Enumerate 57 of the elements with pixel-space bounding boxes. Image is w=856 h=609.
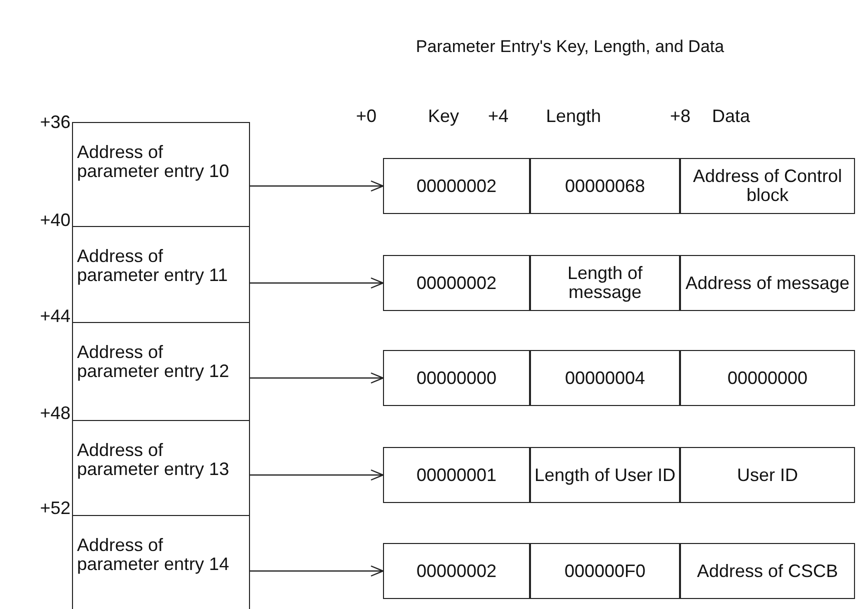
value-text: Address of message: [685, 274, 850, 292]
arrow: [250, 469, 384, 481]
offset-label: +48: [40, 403, 71, 424]
parameter-field: [680, 543, 855, 599]
arrow: [250, 565, 384, 577]
parameter-field: [383, 350, 530, 406]
parameter-field: [680, 350, 855, 406]
arrow: [250, 372, 384, 384]
parameter-field: [383, 255, 530, 311]
heading: Parameter Entry's Key, Length, and Data: [414, 38, 726, 57]
field-text: Address of parameter entry 11: [77, 247, 229, 285]
offset-label: +4: [488, 106, 509, 127]
parameter-field: [383, 447, 530, 503]
column-heading: Key: [428, 106, 460, 127]
value-text: 00000004: [564, 368, 646, 388]
value-text: 00000000: [727, 368, 808, 388]
value-text: 00000002: [416, 562, 497, 580]
field-text: Address of parameter entry 13: [77, 441, 230, 479]
parameter-field: [383, 543, 530, 599]
parameter-field: [530, 543, 680, 599]
value-text: 00000002: [416, 176, 497, 196]
field-text: Address of parameter entry 12: [77, 343, 230, 381]
value-text: Address of CSCB: [696, 562, 838, 580]
value-text: Length of User ID: [534, 466, 676, 484]
value-text: Address of Control block: [692, 167, 844, 205]
offset-label: +52: [40, 498, 71, 519]
offset-label: +44: [40, 306, 71, 327]
value-text: User ID: [736, 466, 798, 484]
offset-label: +8: [670, 106, 691, 127]
parameter-field: [530, 350, 680, 406]
value-text: 00000002: [416, 274, 497, 292]
parameter-field: [680, 158, 855, 214]
arrow: [250, 180, 384, 192]
value-text: 000000F0: [564, 562, 646, 580]
value-text: Length of message: [566, 264, 644, 302]
parameter-field: [383, 158, 530, 214]
parameter-field: [680, 447, 855, 503]
offset-label: +0: [356, 106, 377, 127]
arrow: [250, 277, 384, 289]
address-field: [72, 322, 250, 420]
parameter-field: [530, 158, 680, 214]
parameter-field: [530, 447, 680, 503]
parameter-field: [680, 255, 855, 311]
offset-label: +36: [40, 112, 71, 133]
value-text: 00000001: [416, 466, 497, 484]
parameter-field: [530, 255, 680, 311]
address-field: [72, 420, 250, 515]
address-field: [72, 226, 250, 322]
offset-label: +40: [40, 210, 71, 231]
value-text: 00000068: [564, 176, 646, 196]
address-field: [72, 122, 250, 226]
column-heading: Data: [712, 106, 750, 127]
field-text: Address of parameter entry 14: [77, 536, 230, 574]
field-text: Address of parameter entry 10: [77, 143, 230, 181]
value-text: 00000000: [416, 368, 497, 388]
column-heading: Length: [546, 106, 602, 127]
address-field: [72, 515, 250, 609]
